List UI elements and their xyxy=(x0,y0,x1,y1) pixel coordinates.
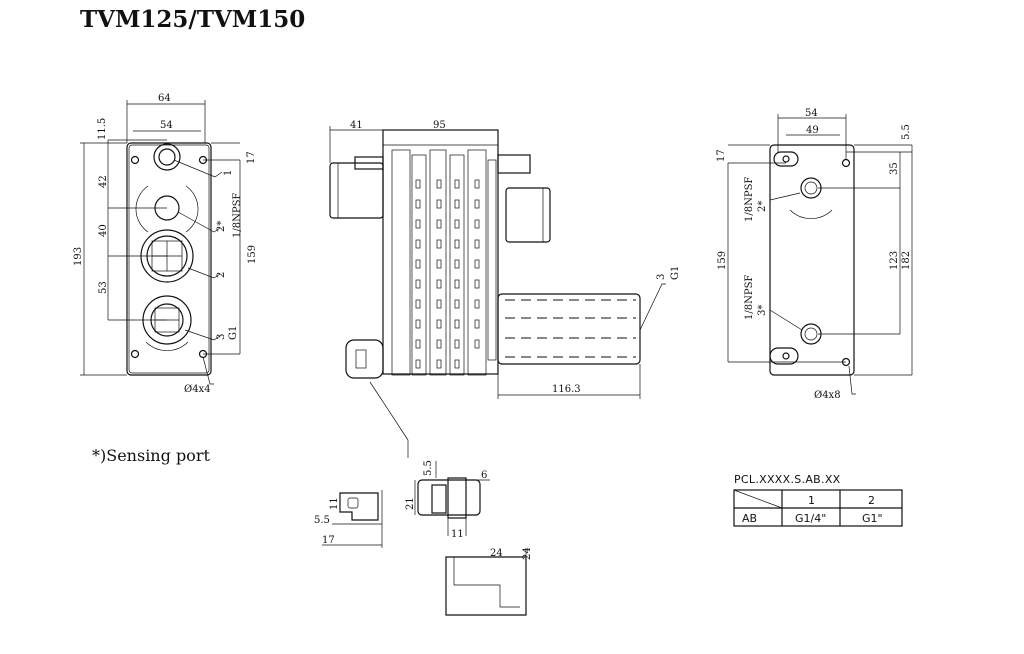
dim-40: 40 xyxy=(98,224,109,237)
dim-17-right: 17 xyxy=(716,149,727,162)
table-header-2: 2 xyxy=(868,494,875,507)
label-2-sensing-right: 2* xyxy=(757,201,768,212)
label-mount-holes: Ø4x4 xyxy=(184,384,211,395)
right-fitting xyxy=(505,187,551,243)
dim-64: 64 xyxy=(158,93,171,104)
dim-182: 182 xyxy=(901,251,912,270)
drawing-title: TVM125/TVM150 xyxy=(80,6,306,33)
table-code: PCL.XXXX.S.AB.XX xyxy=(734,473,841,486)
label-g1: G1 xyxy=(228,326,239,340)
detail-views: 11 5.5 17 5.5 6 21 11 24 24 xyxy=(314,460,533,616)
slot-hole xyxy=(773,151,799,167)
table-row-label: AB xyxy=(742,512,757,525)
dim-17: 17 xyxy=(246,151,257,164)
label-mount-holes-right: Ø4x8 xyxy=(814,390,841,401)
dim-11-detail-a: 11 xyxy=(329,497,340,510)
label-3-sensing-right: 3* xyxy=(757,305,768,316)
dim-35: 35 xyxy=(889,162,900,175)
dim-21-detail: 21 xyxy=(405,497,416,510)
dim-193: 193 xyxy=(73,247,84,266)
right-upper-fitting xyxy=(497,154,531,174)
mount-hole xyxy=(130,349,140,359)
dim-11-detail-b: 11 xyxy=(451,529,464,540)
label-1-8npsf-lower: 1/8NPSF xyxy=(744,275,755,320)
dim-123: 123 xyxy=(889,251,900,270)
left-fitting xyxy=(329,162,384,219)
slot-column xyxy=(415,179,480,369)
label-port-1: 1 xyxy=(223,170,234,176)
port-1-circle xyxy=(153,143,181,171)
dim-24-detail-a: 24 xyxy=(490,548,503,559)
dim-42: 42 xyxy=(98,175,109,188)
left-clamp xyxy=(345,339,384,379)
dim-159-right: 159 xyxy=(717,251,728,270)
middle-view: 41 95 116.3 3 G1 xyxy=(329,120,681,458)
dim-54: 54 xyxy=(160,120,173,131)
dim-54-right: 54 xyxy=(805,108,818,119)
label-port-3: 3 xyxy=(216,334,227,340)
right-view: 54 49 5.5 17 35 159 123 182 2* 1/8NPSF 3… xyxy=(716,108,913,401)
valve-outline xyxy=(497,293,641,365)
clamp-side-detail xyxy=(339,492,379,521)
table-value-1: G1/4" xyxy=(795,512,826,525)
dim-41: 41 xyxy=(350,120,363,131)
dim-6-detail: 6 xyxy=(481,470,487,481)
bracket-detail xyxy=(445,556,527,616)
label-port-2-sensing: 2* xyxy=(216,221,227,232)
sensing-port-note: *)Sensing port xyxy=(92,446,210,465)
dim-159: 159 xyxy=(247,245,258,264)
label-port-3-mid: 3 xyxy=(656,274,667,280)
label-port-2: 2 xyxy=(216,272,227,278)
mount-hole xyxy=(130,155,140,165)
label-g1-mid: G1 xyxy=(670,266,681,280)
dim-5-5-detail-b: 5.5 xyxy=(314,515,330,526)
clamp-front-detail xyxy=(417,479,481,516)
mount-hole xyxy=(841,158,851,168)
code-table: 1 2 AB G1/4" G1" xyxy=(733,489,903,527)
left-view: 64 54 11.5 17 42 40 53 193 159 1 2* 1/8N… xyxy=(73,93,258,395)
dim-53: 53 xyxy=(98,281,109,294)
middle-body-outline xyxy=(382,129,499,375)
dim-116-3: 116.3 xyxy=(552,384,581,395)
dim-11-5: 11.5 xyxy=(97,118,108,140)
slot-hole xyxy=(769,347,799,365)
dim-17-detail: 17 xyxy=(322,535,335,546)
dim-49: 49 xyxy=(806,125,819,136)
dim-95: 95 xyxy=(433,120,446,131)
left-body-outline xyxy=(126,142,212,376)
dim-24-detail-b: 24 xyxy=(522,547,533,560)
dim-5-5-right: 5.5 xyxy=(901,124,912,140)
table-header-1: 1 xyxy=(808,494,815,507)
label-1-8npsf: 1/8NPSF xyxy=(232,193,243,238)
table-value-2: G1" xyxy=(862,512,883,525)
dim-5-5-detail-a: 5.5 xyxy=(423,460,434,476)
label-1-8npsf-upper: 1/8NPSF xyxy=(744,177,755,222)
right-body-outline xyxy=(769,144,855,376)
